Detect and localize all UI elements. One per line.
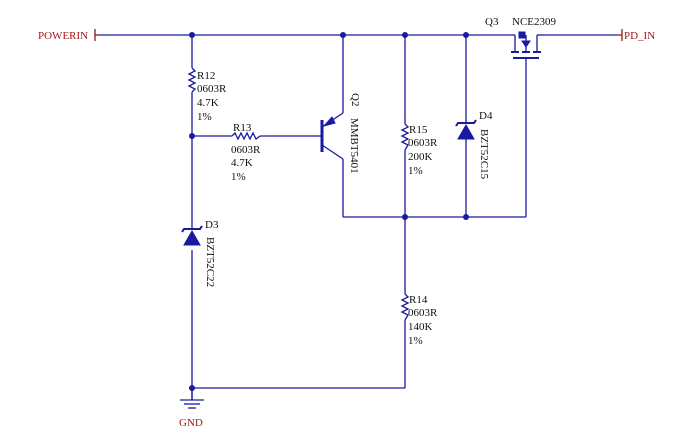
d4-part: BZT52C15 <box>478 129 490 180</box>
junction-dot <box>402 32 408 38</box>
r15-ref: R15 <box>409 124 428 136</box>
resistor-r14: R14 0603R 140K 1% <box>400 293 438 347</box>
resistor-r13: R13 0603R 4.7K 1% <box>231 122 261 183</box>
r15-tolerance: 1% <box>408 165 423 177</box>
zener-d4: D4 BZT52C15 <box>455 110 493 180</box>
q3-part: NCE2309 <box>512 16 557 28</box>
q2-part: MMBT5401 <box>348 118 360 174</box>
r13-package: 0603R <box>231 144 261 156</box>
junction-dot <box>189 32 195 38</box>
r12-value: 4.7K <box>197 97 219 109</box>
r12-ref: R12 <box>197 70 215 82</box>
mosfet-q3: Q3 NCE2309 <box>485 16 557 63</box>
junction-dot <box>189 133 195 139</box>
q3-ref: Q3 <box>485 16 499 28</box>
d3-ref: D3 <box>205 219 219 231</box>
port-pd-in: PD_IN <box>617 29 655 42</box>
r13-ref: R13 <box>233 122 252 134</box>
junction-dot <box>402 214 408 220</box>
d4-ref: D4 <box>479 110 493 122</box>
r15-value: 200K <box>408 151 433 163</box>
d3-part: BZT52C22 <box>204 237 216 287</box>
r12-tolerance: 1% <box>197 111 212 123</box>
resistor-r12: R12 0603R 4.7K 1% <box>187 67 227 123</box>
junctions <box>189 32 469 391</box>
r12-package: 0603R <box>197 83 227 95</box>
r14-value: 140K <box>408 321 433 333</box>
r14-tolerance: 1% <box>408 335 423 347</box>
net-label-pd-in: PD_IN <box>624 30 655 42</box>
q2-ref: Q2 <box>349 93 361 106</box>
zener-d3: D3 BZT52C22 <box>181 219 219 287</box>
gnd-symbol: GND <box>179 388 204 429</box>
port-powerin: POWERIN <box>38 29 100 42</box>
junction-dot <box>463 32 469 38</box>
r13-tolerance: 1% <box>231 171 246 183</box>
wires <box>100 34 617 400</box>
r14-package: 0603R <box>408 307 438 319</box>
resistor-r15: R15 0603R 200K 1% <box>400 123 438 177</box>
transistor-q2: Q2 MMBT5401 <box>316 93 361 174</box>
r15-package: 0603R <box>408 137 438 149</box>
r14-ref: R14 <box>409 294 428 306</box>
r13-value: 4.7K <box>231 157 253 169</box>
net-label-powerin: POWERIN <box>38 30 88 42</box>
junction-dot <box>340 32 346 38</box>
junction-dot <box>463 214 469 220</box>
net-label-gnd: GND <box>179 417 203 429</box>
